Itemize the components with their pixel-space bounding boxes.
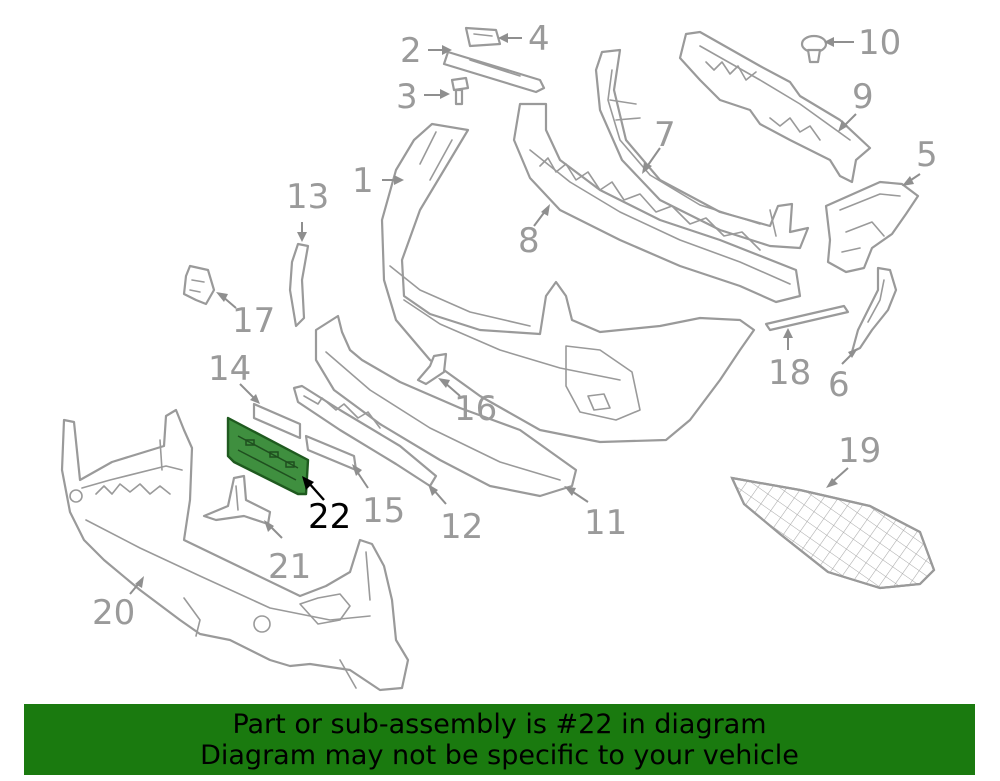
part-22-plate-bracket[interactable]: [226, 416, 310, 496]
part-5-bracket[interactable]: [824, 180, 920, 274]
callout-16: 16: [454, 389, 497, 429]
part-20-carrier[interactable]: [60, 408, 410, 692]
part-7-bracket[interactable]: [594, 48, 810, 250]
leader-lines: [129, 33, 921, 595]
callout-5: 5: [916, 135, 938, 175]
part-4-clip[interactable]: [464, 26, 502, 48]
parts-diagram: 1 2 3 4 5 6 7 8 9 10 11 12 13 14 15 16 1…: [60, 19, 938, 692]
callout-14: 14: [208, 349, 251, 389]
callout-22: 22: [308, 497, 351, 537]
part-12-trim[interactable]: [292, 384, 438, 488]
part-21-bracket[interactable]: [202, 474, 272, 526]
part-13-strip[interactable]: [288, 242, 310, 328]
part-3-bolt[interactable]: [450, 76, 470, 106]
callout-labels: 1 2 3 4 5 6 7 8 9 10 11 12 13 14 15 16 1…: [92, 19, 938, 633]
callout-7: 7: [654, 115, 676, 155]
banner-line-1: Part or sub-assembly is #22 in diagram: [232, 708, 767, 740]
part-1-bumper-cover[interactable]: [380, 122, 756, 444]
callout-8: 8: [518, 221, 540, 261]
part-15-trim[interactable]: [304, 434, 358, 472]
callout-11: 11: [584, 503, 627, 543]
callout-9: 9: [852, 77, 874, 117]
callout-10: 10: [858, 23, 901, 63]
callout-20: 20: [92, 593, 135, 633]
callout-18: 18: [768, 353, 811, 393]
callout-21: 21: [268, 547, 311, 587]
callout-17: 17: [232, 301, 275, 341]
callout-19: 19: [838, 431, 881, 471]
part-9-support[interactable]: [678, 30, 872, 184]
part-17-bracket[interactable]: [182, 264, 216, 306]
callout-1: 1: [352, 161, 374, 201]
callout-4: 4: [528, 19, 550, 59]
callout-15: 15: [362, 491, 405, 531]
part-11-lip[interactable]: [314, 314, 578, 498]
part-16-bracket[interactable]: [416, 352, 448, 386]
callout-6: 6: [828, 365, 850, 405]
part-6-support[interactable]: [850, 266, 898, 354]
banner-line-2: Diagram may not be specific to your vehi…: [200, 739, 799, 771]
part-14-trim[interactable]: [252, 402, 302, 440]
part-8-absorber[interactable]: [512, 102, 802, 304]
callout-2: 2: [400, 31, 422, 71]
part-10-clip[interactable]: [800, 34, 828, 64]
part-19-grille[interactable]: [730, 476, 936, 590]
callout-13: 13: [286, 177, 329, 217]
info-banner: Part or sub-assembly is #22 in diagram D…: [24, 704, 975, 775]
callout-3: 3: [396, 77, 418, 117]
part-2-strip[interactable]: [442, 50, 546, 94]
callout-12: 12: [440, 507, 483, 547]
part-18-strip[interactable]: [764, 304, 850, 332]
